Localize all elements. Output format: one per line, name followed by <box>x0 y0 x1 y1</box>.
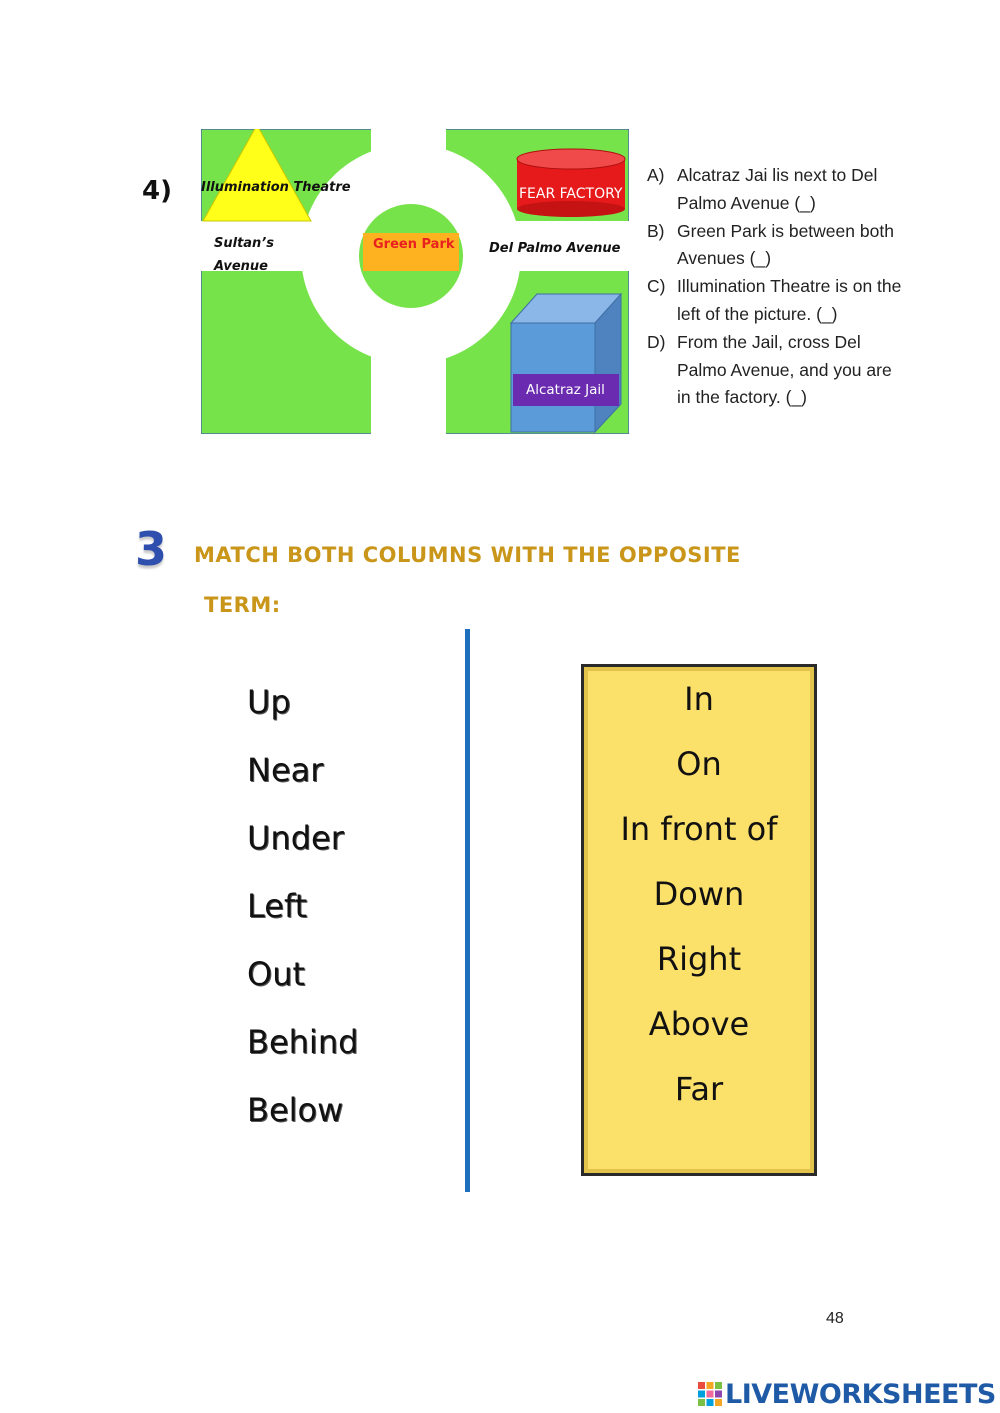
del-palmo-label: Del Palmo Avenue <box>489 241 621 256</box>
section-number: 3 <box>135 522 168 576</box>
right-word[interactable]: Right <box>656 940 742 978</box>
green-park-label: Green Park <box>373 237 455 252</box>
exercise-number: 4) <box>142 176 172 206</box>
left-word[interactable]: Under <box>247 819 344 857</box>
answer-box: In On In front of Down Right Above Far <box>581 664 817 1176</box>
right-word[interactable]: In front of <box>620 810 778 848</box>
statement-letter: C) <box>647 276 666 297</box>
city-map: Illumination Theatre Sultan’s Avenue Gre… <box>201 129 629 434</box>
right-word[interactable]: On <box>676 745 722 783</box>
brand-name: LIVEWORKSHEETS <box>725 1378 996 1410</box>
statement-text: Green Park is between both Avenues (_) <box>677 220 894 269</box>
statement-text: Illumination Theatre is on the left of t… <box>677 276 902 324</box>
left-word[interactable]: Below <box>247 1091 344 1129</box>
section-title-line1: MATCH BOTH COLUMNS WITH THE OPPOSITE <box>194 543 741 567</box>
statement-list: A) Alcatraz Jai lis next to Del Palmo Av… <box>647 162 907 412</box>
statement-text: From the Jail, cross Del Palmo Avenue, a… <box>677 331 892 408</box>
theatre-triangle <box>202 129 312 222</box>
left-word[interactable]: Behind <box>247 1023 359 1061</box>
page-number: 48 <box>826 1310 844 1327</box>
sultan-avenue-label: Sultan’s Avenue <box>214 232 274 278</box>
left-word[interactable]: Left <box>247 887 308 925</box>
statement-letter: B) <box>647 220 665 241</box>
statement-item: D) From the Jail, cross Del Palmo Avenue… <box>647 329 907 412</box>
statement-item: A) Alcatraz Jai lis next to Del Palmo Av… <box>647 162 907 218</box>
right-word[interactable]: Far <box>674 1070 724 1108</box>
sultan-label-line1: Sultan’s <box>214 236 274 251</box>
left-word[interactable]: Out <box>247 955 306 993</box>
alcatraz-jail-label: Alcatraz Jail <box>526 382 605 398</box>
left-word-column: Up Near Under Left Out Behind Below <box>247 678 358 1154</box>
statement-letter: D) <box>647 331 666 352</box>
statement-item: C) Illumination Theatre is on the left o… <box>647 273 907 329</box>
column-divider <box>465 629 470 1192</box>
left-word[interactable]: Up <box>247 683 291 721</box>
right-word[interactable]: Down <box>653 875 745 913</box>
statement-letter: A) <box>647 165 665 185</box>
sultan-label-line2: Avenue <box>214 259 268 274</box>
statement-text: Alcatraz Jai lis next to Del Palmo Avenu… <box>677 165 878 213</box>
right-word-column: In On In front of Down Right Above Far <box>584 675 814 1130</box>
statement-item: B) Green Park is between both Avenues (_… <box>647 218 907 274</box>
theatre-label: Illumination Theatre <box>201 180 351 195</box>
liveworksheets-grid-icon <box>698 1382 722 1406</box>
liveworksheets-logo[interactable]: LIVEWORKSHEETS <box>697 1376 996 1412</box>
right-word[interactable]: Above <box>648 1005 750 1043</box>
map-drawing <box>201 129 629 434</box>
left-word[interactable]: Near <box>247 751 324 789</box>
section-title-line2: TERM: <box>204 593 281 617</box>
right-word[interactable]: In <box>684 680 714 718</box>
fear-factory-label: FEAR FACTORY <box>519 186 623 202</box>
